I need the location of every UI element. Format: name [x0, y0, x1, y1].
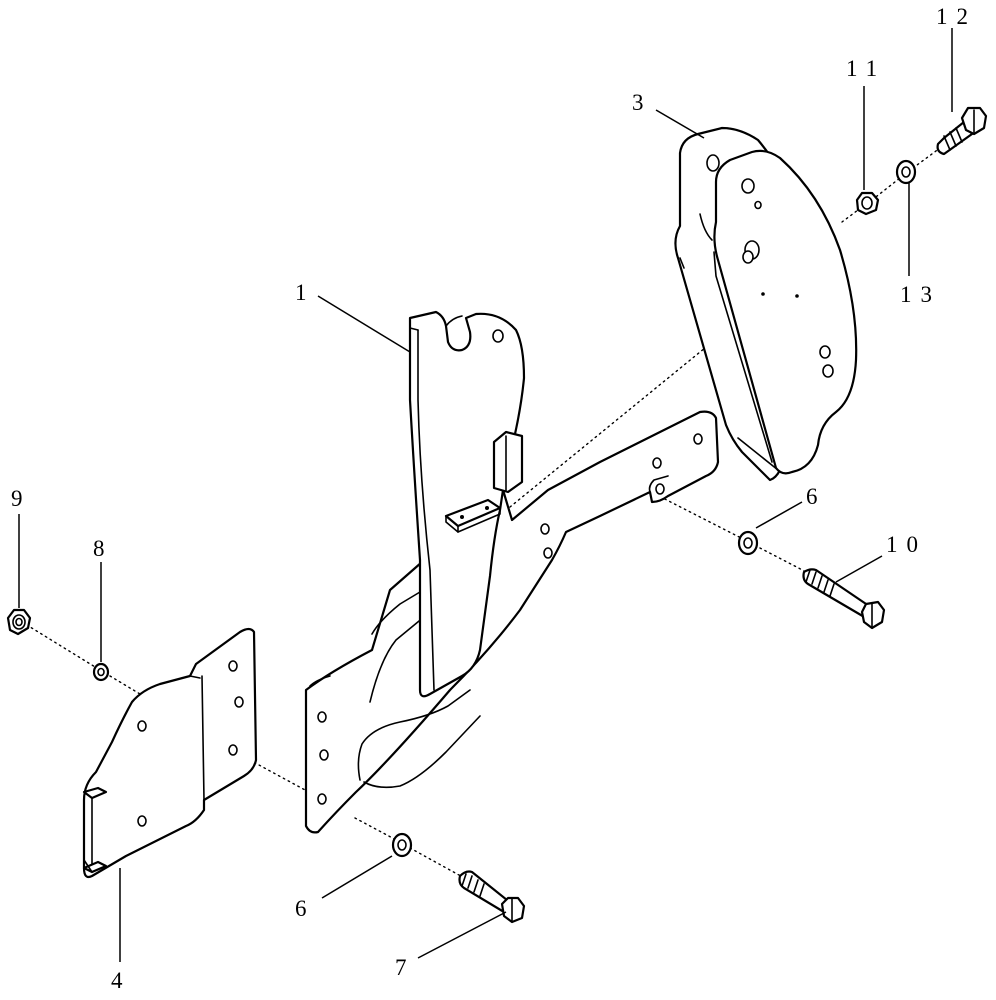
hex-bolt-right: [802, 568, 886, 630]
callout-labels: 1 3 4 6 6 7 8 9 10 11 12 13: [11, 4, 977, 993]
callout-6-lower: 6: [295, 896, 316, 921]
washer-rear: [895, 159, 917, 185]
main-arm: [304, 310, 720, 834]
leader-lines: [18, 28, 953, 962]
nut-rear: [855, 191, 880, 216]
lock-washer-front: [92, 662, 110, 682]
flat-washer-lower: [391, 832, 413, 858]
callout-8: 8: [93, 536, 114, 561]
hex-bolt-lower: [458, 870, 526, 924]
callout-3: 3: [632, 90, 653, 115]
callout-11: 11: [846, 56, 886, 81]
hex-nut: [6, 608, 32, 636]
hex-bolt-rear: [936, 106, 988, 156]
rear-mounting-plate: [674, 126, 858, 482]
callout-4: 4: [111, 968, 132, 993]
callout-9: 9: [11, 486, 32, 511]
front-plate: [82, 627, 258, 879]
callout-13: 13: [900, 282, 941, 307]
callout-12: 12: [936, 4, 977, 29]
callout-10: 10: [886, 532, 927, 557]
callout-6-right: 6: [806, 484, 827, 509]
callout-1: 1: [295, 280, 316, 305]
callout-7: 7: [395, 955, 416, 980]
flat-washer-right: [737, 530, 759, 556]
